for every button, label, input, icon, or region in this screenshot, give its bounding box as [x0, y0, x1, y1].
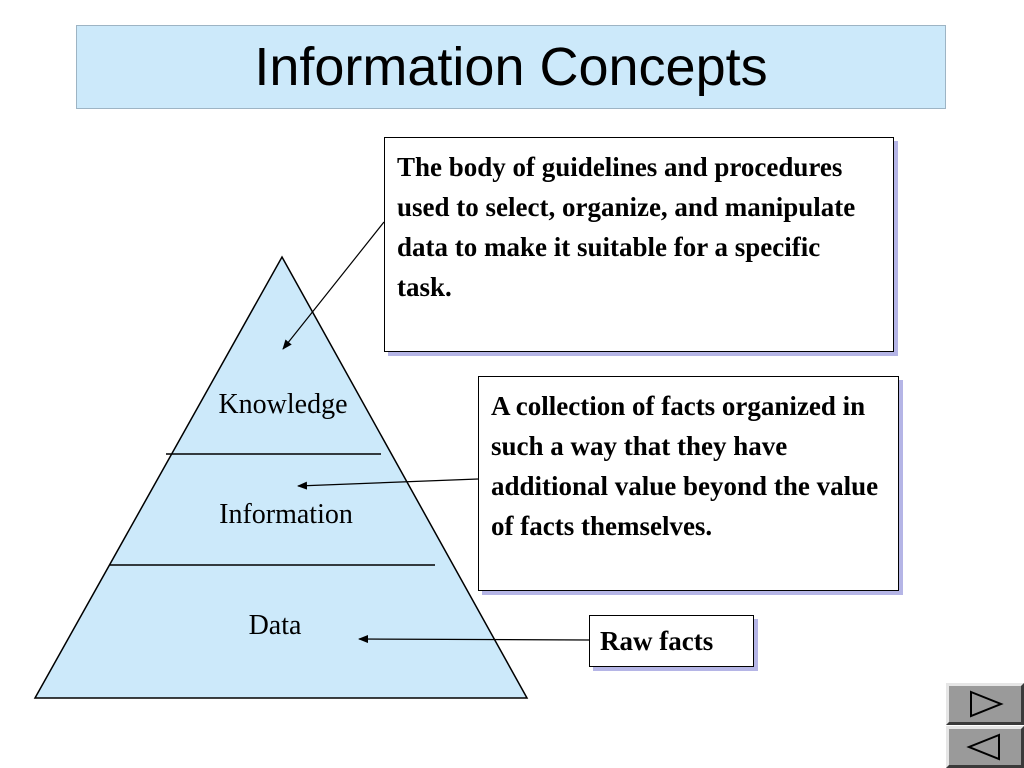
information-arrow	[297, 478, 479, 490]
knowledge-arrow	[282, 221, 385, 350]
data-arrow	[358, 635, 590, 644]
knowledge-definition-box: The body of guidelines and procedures us…	[384, 137, 894, 352]
pyramid-label-information: Information	[219, 499, 353, 530]
play-right-icon	[970, 690, 1004, 718]
previous-slide-button[interactable]	[946, 726, 1024, 768]
next-slide-button[interactable]	[946, 683, 1024, 725]
data-definition-box: Raw facts	[589, 615, 754, 667]
pyramid-label-knowledge: Knowledge	[218, 389, 348, 420]
play-left-icon	[966, 733, 1000, 761]
pyramid-label-data: Data	[248, 610, 302, 641]
title-bar: Information Concepts	[76, 25, 946, 109]
pyramid-shape	[33, 255, 529, 699]
information-definition-box: A collection of facts organized in such …	[478, 376, 899, 591]
slide-title: Information Concepts	[254, 37, 768, 97]
